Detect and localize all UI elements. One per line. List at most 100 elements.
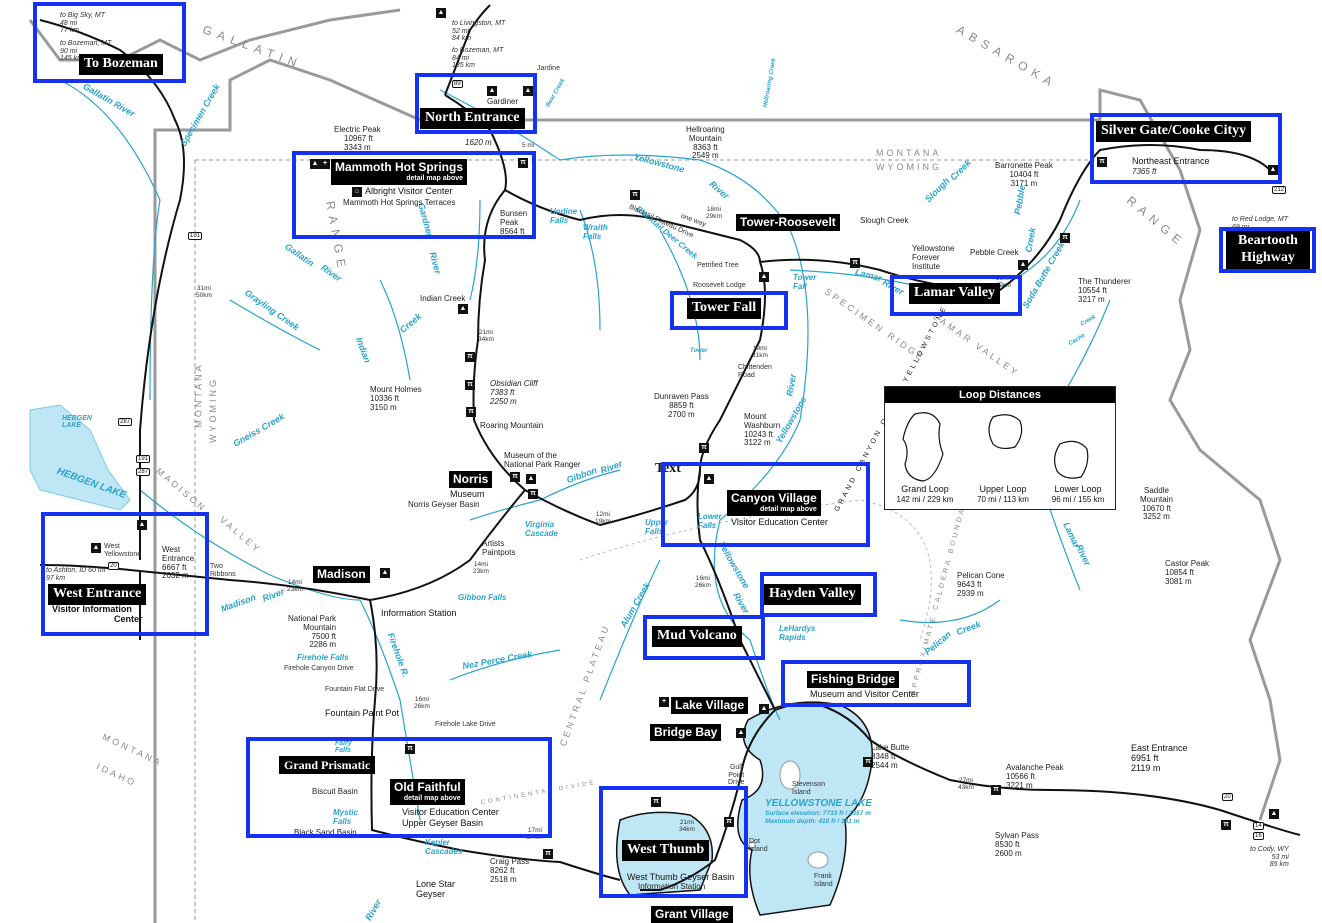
to-bozeman-label[interactable]: To Bozeman <box>79 54 163 75</box>
firehole-canyon-drive-label: Firehole Canyon Drive <box>284 665 354 672</box>
campground-icon: ▲ <box>380 568 390 578</box>
albright-vc-label: Albright Visitor Center <box>365 186 453 196</box>
campground-icon: ▲ <box>91 543 101 553</box>
picnic-icon: π <box>850 258 860 268</box>
lamar-valley-label[interactable]: Lamar Valley <box>909 283 1001 304</box>
norris-label: Norris <box>449 471 493 488</box>
grand-loop-shape <box>902 412 944 482</box>
mud-volcano-box[interactable] <box>643 615 765 660</box>
tower-fall-label[interactable]: Tower Fall <box>687 298 762 319</box>
silver-gate-box[interactable] <box>1090 113 1282 184</box>
west-thumb-label[interactable]: West Thumb <box>622 840 710 861</box>
silver-gate-label[interactable]: Silver Gate/Cooke Cityy <box>1096 121 1252 142</box>
fishing-bridge-label: Fishing Bridge <box>807 671 899 688</box>
picnic-icon: π <box>528 489 538 499</box>
picnic-icon: π <box>465 352 475 362</box>
lamar-valley-box[interactable] <box>890 275 1022 316</box>
fishing-bridge-box[interactable] <box>781 660 971 707</box>
picnic-icon: π <box>1221 820 1231 830</box>
tower-fall-box[interactable] <box>670 291 788 330</box>
mammoth-terraces-label: Mammoth Hot Springs Terraces <box>343 198 456 207</box>
bozeman-box[interactable] <box>33 2 186 83</box>
yellowstone-lake-shape <box>737 701 873 916</box>
frank-island-shape <box>807 851 829 869</box>
beartooth-label[interactable]: Beartooth Highway <box>1226 231 1310 269</box>
north-entrance-box[interactable] <box>415 73 537 134</box>
picnic-icon: π <box>466 407 476 417</box>
picnic-icon: π <box>510 472 520 482</box>
mud-volcano-label[interactable]: Mud Volcano <box>652 626 742 647</box>
loop-shapes <box>902 412 1089 482</box>
us-191-shield: 191 <box>188 232 203 240</box>
campground-icon: ▲ <box>1269 809 1279 819</box>
picnic-icon: π <box>1060 233 1070 243</box>
gallatin-nf-boundary <box>28 8 401 62</box>
madison-label: Madison <box>313 566 370 583</box>
us-20b-shield: 20 <box>1222 793 1233 801</box>
montana-west-label: MONTANA <box>193 362 204 428</box>
wyoming-west-label: WYOMING <box>208 377 218 443</box>
campground-icon: ▲ <box>137 520 147 530</box>
picnic-icon: π <box>518 158 528 168</box>
ne-entrance-elevation: 7365 ft <box>1132 167 1157 176</box>
hayden-valley-label[interactable]: Hayden Valley <box>764 584 861 605</box>
us-14-shield: 14 <box>1253 822 1264 830</box>
old-faithful-box[interactable] <box>246 737 552 838</box>
campground-icon: ▲ <box>526 474 536 484</box>
west-entrance-box[interactable] <box>41 512 209 636</box>
park-boundary <box>153 58 1282 923</box>
beartooth-box[interactable] <box>1219 227 1316 273</box>
medical-icon: + <box>320 159 330 169</box>
picnic-icon: π <box>630 190 640 200</box>
slough-creek-label: Slough Creek <box>860 216 909 225</box>
us-287b-shield: 287 <box>136 468 151 476</box>
information-station-label: Information Station <box>381 608 457 618</box>
us-16-shield: 16 <box>1253 832 1264 840</box>
canyon-village-box[interactable] <box>661 462 870 547</box>
biscuit-basin-label: Biscuit Basin <box>312 787 358 796</box>
campground-icon: ▲ <box>523 86 533 96</box>
upper-loop-shape <box>988 414 1023 450</box>
picnic-icon: π <box>991 785 1001 795</box>
north-entrance-label[interactable]: North Entrance <box>420 108 525 129</box>
grant-village-label: Grant Village <box>651 906 733 923</box>
north-entrance-elevation: 1620 m <box>465 138 492 147</box>
grand-prismatic-label[interactable]: Grand Prismatic <box>279 756 376 775</box>
fishing-bridge-museum-label: Museum and Visitor Center <box>810 689 919 699</box>
us-89-shield: 89 <box>452 80 463 88</box>
west-entrance-dest-label[interactable]: West Entrance <box>48 584 147 605</box>
mammoth-box[interactable] <box>292 151 536 239</box>
campground-icon: ▲ <box>310 159 320 169</box>
west-thumb-box[interactable] <box>599 786 748 898</box>
norris-geyser-basin-label: Norris Geyser Basin <box>408 500 480 509</box>
stevenson-island-shape <box>779 760 801 790</box>
hayden-valley-box[interactable] <box>760 572 877 617</box>
roosevelt-lodge-label: Roosevelt Lodge <box>693 282 746 289</box>
